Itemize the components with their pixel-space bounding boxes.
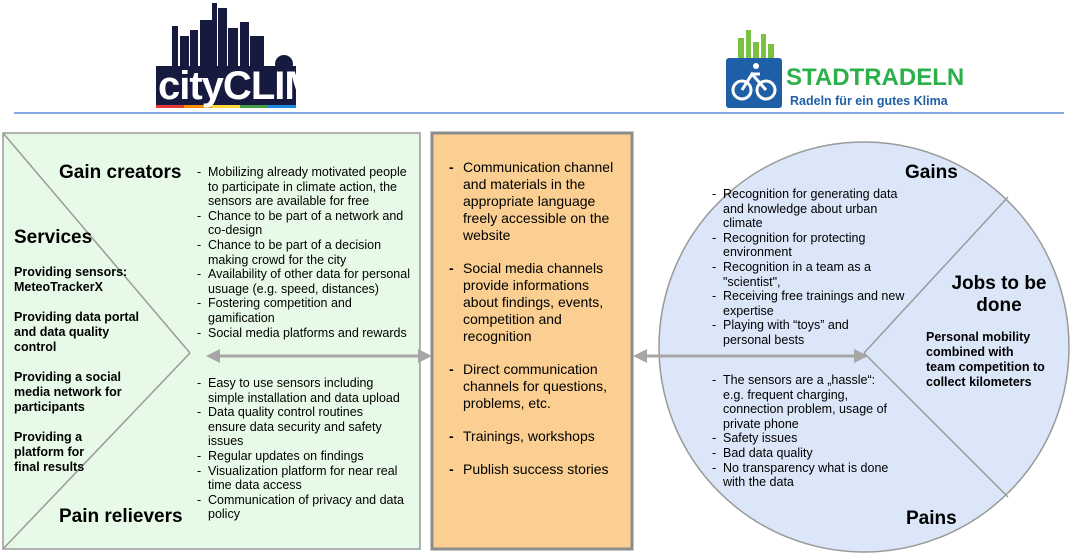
- list-item: Chance to be part of a network andco-des…: [197, 209, 419, 238]
- service-item-sensors: Providing sensors: MeteoTrackerX: [14, 265, 128, 294]
- stadtradeln-logo-title: STADTRADELN: [786, 64, 965, 91]
- gains-title: Gains: [905, 162, 958, 183]
- pain-relievers-title: Pain relievers: [59, 506, 183, 527]
- list-item: Recognition in a team as a"scientist",: [712, 260, 912, 289]
- stadtradeln-logo-graphic: [726, 30, 782, 108]
- list-item: Social media platforms and rewards: [197, 326, 419, 341]
- right-double-arrow: [633, 349, 868, 363]
- list-item: Regular updates on findings: [197, 449, 419, 464]
- list-item: Trainings, workshops: [449, 428, 629, 445]
- service-item-data-portal: Providing data portal and data quality c…: [14, 310, 140, 354]
- list-item: The sensors are a „hassle“:e.g. frequent…: [712, 373, 912, 431]
- jobs-to-be-done-text: Personal mobility combined with team com…: [926, 330, 1045, 389]
- list-item: Publish success stories: [449, 461, 629, 478]
- left-double-arrow: [206, 349, 432, 363]
- left-panel-diagonal-top: [2, 132, 191, 354]
- pains-list: The sensors are a „hassle“:e.g. frequent…: [712, 373, 912, 490]
- pains-title: Pains: [906, 508, 957, 529]
- list-item: Receiving free trainings and newexpertis…: [712, 289, 912, 318]
- left-panel-diagonal-bottom: [2, 352, 191, 550]
- list-item: Visualization platform for near realtime…: [197, 464, 419, 493]
- service-item-platform: Providing a platform for final results: [14, 430, 85, 474]
- list-item: Safety issues: [712, 431, 912, 446]
- list-item: Availability of other data for personalu…: [197, 267, 419, 296]
- services-list: Providing sensors: MeteoTrackerX Providi…: [14, 265, 174, 475]
- cityclim-logo-graphic: [156, 3, 296, 108]
- service-item-social-network: Providing a social media network for par…: [14, 370, 122, 414]
- list-item: Bad data quality: [712, 446, 912, 461]
- services-title: Services: [14, 227, 93, 248]
- gain-creators-title: Gain creators: [59, 162, 182, 183]
- jobs-to-be-done-title: Jobs to be done: [951, 273, 1047, 316]
- stadtradeln-logo-subtitle: Radeln für ein gutes Klima: [790, 94, 948, 108]
- cityclim-logo-text: cityCLIM: [158, 64, 318, 108]
